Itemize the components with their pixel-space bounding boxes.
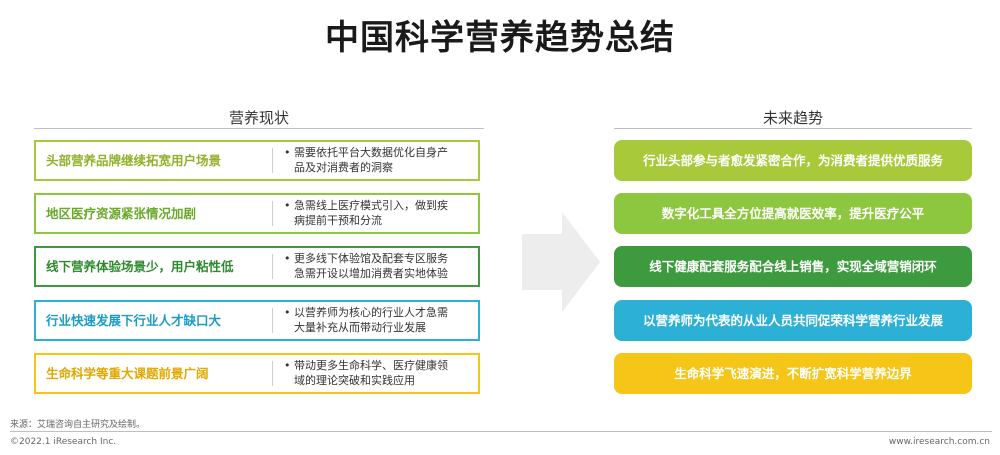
copyright: ©2022.1 iResearch Inc. — [10, 437, 117, 447]
status-label: 地区医疗资源紧张情况加剧 — [46, 206, 197, 221]
status-separator — [272, 148, 273, 173]
right-arrow-icon — [522, 212, 600, 312]
status-label: 线下营养体验场景少，用户粘性低 — [46, 259, 234, 274]
status-box: 线下营养体验场景少，用户粘性低 •更多线下体验馆及配套专区服务急需开设以增加消费者… — [34, 246, 480, 287]
description-line-2: 大量补充从而带动行业发展 — [294, 321, 426, 334]
status-label: 行业快速发展下行业人才缺口大 — [46, 313, 222, 328]
status-description: •以营养师为核心的行业人才急需大量补充从而带动行业发展 — [284, 305, 474, 335]
status-separator — [272, 308, 273, 333]
description-line-1: 带动更多生命科学、医疗健康领 — [294, 359, 448, 372]
trend-box: 数字化工具全方位提高就医效率，提升医疗公平 — [614, 193, 972, 234]
description-line-2: 病提前干预和分流 — [294, 214, 382, 227]
left-column-heading: 营养现状 — [228, 109, 289, 127]
description-line-1: 以营养师为核心的行业人才急需 — [294, 306, 448, 319]
description-line-2: 域的理论突破和实践应用 — [294, 374, 415, 387]
status-description: •急需线上医疗模式引入，做到疾病提前干预和分流 — [284, 198, 474, 228]
source-note: 来源：艾瑞咨询自主研究及绘制。 — [10, 420, 146, 430]
trend-box: 线下健康配套服务配合线上销售，实现全域营销闭环 — [614, 246, 972, 287]
status-box: 生命科学等重大课题前景广阔 •带动更多生命科学、医疗健康领域的理论突破和实践应用 — [34, 353, 480, 394]
trend-box: 生命科学飞速演进，不断扩宽科学营养边界 — [614, 353, 972, 394]
status-separator — [272, 361, 273, 386]
description-line-1: 需要依托平台大数据优化自身产 — [294, 146, 448, 159]
left-heading-divider — [34, 128, 484, 129]
bullet-icon: • — [284, 199, 291, 212]
website: www.iresearch.com.cn — [888, 437, 990, 447]
status-separator — [272, 254, 273, 279]
status-description: •带动更多生命科学、医疗健康领域的理论突破和实践应用 — [284, 358, 474, 388]
description-line-2: 急需开设以增加消费者实地体验 — [294, 267, 448, 280]
page-title: 中国科学营养趋势总结 — [325, 18, 675, 58]
description-line-1: 更多线下体验馆及配套专区服务 — [294, 252, 448, 265]
status-box: 行业快速发展下行业人才缺口大 •以营养师为核心的行业人才急需大量补充从而带动行业发… — [34, 300, 480, 341]
bullet-icon: • — [284, 306, 291, 319]
right-heading-divider — [614, 128, 972, 129]
bullet-icon: • — [284, 252, 291, 265]
bullet-icon: • — [284, 146, 291, 159]
right-column-heading: 未来趋势 — [762, 109, 823, 127]
status-separator — [272, 201, 273, 226]
status-description: •需要依托平台大数据优化自身产品及对消费者的洞察 — [284, 145, 474, 175]
trend-box: 行业头部参与者愈发紧密合作，为消费者提供优质服务 — [614, 140, 972, 181]
status-label: 头部营养品牌继续拓宽用户场景 — [46, 153, 222, 168]
status-description: •更多线下体验馆及配套专区服务急需开设以增加消费者实地体验 — [284, 251, 474, 281]
description-line-2: 品及对消费者的洞察 — [294, 161, 393, 174]
status-box: 地区医疗资源紧张情况加剧 •急需线上医疗模式引入，做到疾病提前干预和分流 — [34, 193, 480, 234]
description-line-1: 急需线上医疗模式引入，做到疾 — [294, 199, 448, 212]
trend-box: 以营养师为代表的从业人员共同促荣科学营养行业发展 — [614, 300, 972, 341]
status-label: 生命科学等重大课题前景广阔 — [46, 366, 209, 381]
bullet-icon: • — [284, 359, 291, 372]
footer-divider — [10, 431, 992, 432]
status-box: 头部营养品牌继续拓宽用户场景 •需要依托平台大数据优化自身产品及对消费者的洞察 — [34, 140, 480, 181]
